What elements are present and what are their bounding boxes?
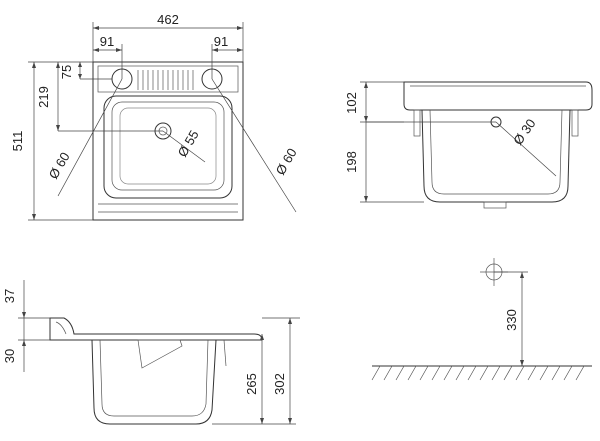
side-bracket [137, 339, 183, 369]
front-bracket-left [413, 109, 421, 137]
top-outer-outline [92, 61, 244, 221]
side-view: 37 30 265 302 [2, 280, 300, 425]
dim-330: 330 [504, 309, 519, 331]
dim-102: 102 [344, 92, 359, 114]
dim-219: 219 [36, 86, 51, 108]
washboard-ribs [137, 70, 194, 90]
bowl-outer [103, 95, 233, 199]
dim-37: 37 [2, 289, 17, 303]
bowl-bottom [119, 107, 217, 185]
dim-91-left: 91 [100, 34, 114, 49]
dim-drain: Ø 55 [175, 128, 202, 160]
front-view: 102 198 Ø 30 [344, 81, 593, 209]
dim-91-right: 91 [214, 34, 228, 49]
dim-462: 462 [157, 12, 179, 27]
front-drain [483, 201, 507, 209]
dim-302: 302 [272, 373, 287, 395]
front-bowl [421, 109, 571, 203]
side-basin [91, 339, 217, 425]
front-rim [403, 81, 593, 111]
side-rim [49, 317, 263, 341]
dim-30: 30 [2, 349, 17, 363]
dim-75: 75 [59, 65, 74, 79]
dim-hole-right: Ø 60 [273, 146, 300, 178]
front-bracket-right [571, 109, 579, 137]
bowl-inner [111, 101, 225, 191]
dim-511: 511 [10, 131, 25, 152]
floor-hatching [371, 365, 585, 381]
top-view: 462 91 91 511 219 75 Ø 60 [10, 12, 300, 221]
dim-front-hole: Ø 30 [510, 116, 538, 148]
mounting-view: 330 [371, 258, 592, 381]
dim-198: 198 [344, 151, 359, 173]
dim-265: 265 [244, 373, 259, 395]
